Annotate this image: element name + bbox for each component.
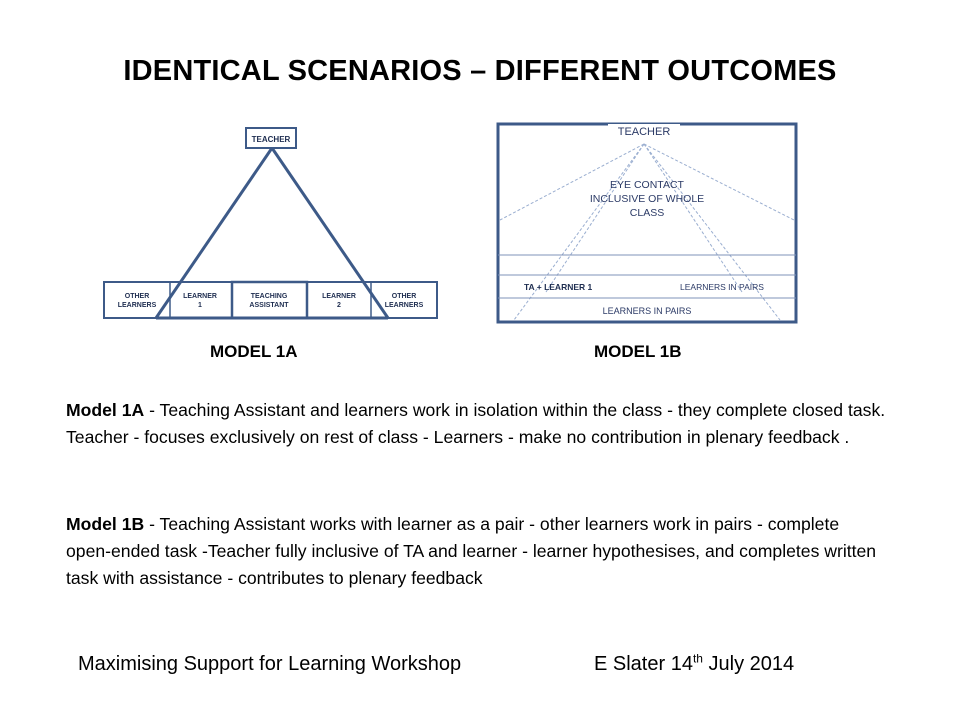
footer-date: July 2014 bbox=[702, 653, 795, 675]
box-other-learners-left-line2: LEARNERS bbox=[118, 302, 157, 309]
teacher-label-bg bbox=[608, 124, 680, 140]
model-1a-heading: Model 1A bbox=[66, 400, 145, 420]
box-other-learners-right-line1: OTHER bbox=[392, 293, 417, 300]
footer-author: E Slater 14 bbox=[594, 653, 693, 675]
box-learner-2-line1: LEARNER bbox=[322, 293, 356, 300]
model-1a-diagram: TEACHER OTHER LEARNERS LEARNER 1 TEACHIN… bbox=[103, 127, 438, 320]
footer-ordinal: th bbox=[692, 651, 703, 666]
teacher-box bbox=[245, 127, 297, 149]
sight-line bbox=[499, 143, 645, 221]
teacher-label: TEACHER bbox=[252, 135, 291, 144]
model-1a-label: MODEL 1A bbox=[210, 342, 298, 361]
model-1a-description: Model 1A - Teaching Assistant and learne… bbox=[66, 397, 886, 451]
teaching-assistant-box bbox=[230, 280, 309, 320]
eye-contact-lines bbox=[499, 143, 795, 321]
sight-line bbox=[545, 143, 645, 293]
sight-line bbox=[513, 143, 645, 321]
eye-contact-line3: CLASS bbox=[630, 207, 664, 219]
box-other-learners-right-line2: LEARNERS bbox=[385, 302, 424, 309]
sight-line bbox=[643, 143, 743, 293]
sight-line bbox=[643, 143, 781, 321]
model-1b-label: MODEL 1B bbox=[594, 342, 682, 361]
box-teaching-assistant-line2: ASSISTANT bbox=[249, 302, 289, 309]
model-1b-diagram: TEACHER EYE CONTACT INCLUSIVE OF WHOLE C… bbox=[496, 122, 798, 324]
footer-author-date: E Slater 14th July 2014 bbox=[594, 651, 795, 676]
ta-learner-label: TA + LEARNER 1 bbox=[524, 282, 593, 292]
classroom-frame bbox=[496, 122, 798, 324]
sight-line bbox=[643, 143, 795, 221]
box-learner-1-line2: 1 bbox=[198, 302, 202, 309]
teacher-label: TEACHER bbox=[618, 126, 671, 138]
learners-in-pairs-right-label: LEARNERS IN PAIRS bbox=[680, 282, 764, 292]
model-1b-description: Model 1B - Teaching Assistant works with… bbox=[66, 511, 886, 592]
eye-contact-line1: EYE CONTACT bbox=[610, 179, 684, 191]
eye-contact-line2: INCLUSIVE OF WHOLE bbox=[590, 193, 704, 205]
box-learner-2-line2: 2 bbox=[337, 302, 341, 309]
bottom-row-frame bbox=[103, 281, 438, 319]
triangle-left-edge bbox=[154, 147, 274, 319]
box-learner-1-line1: LEARNER bbox=[183, 293, 217, 300]
footer-workshop-title: Maximising Support for Learning Workshop bbox=[78, 653, 462, 675]
model-1b-text: - Teaching Assistant works with learner … bbox=[66, 514, 877, 588]
learners-in-pairs-bottom-label: LEARNERS IN PAIRS bbox=[603, 306, 692, 316]
model-1b-heading: Model 1B bbox=[66, 514, 145, 534]
box-teaching-assistant-line1: TEACHING bbox=[251, 293, 288, 300]
box-other-learners-left-line1: OTHER bbox=[125, 293, 150, 300]
model-1a-text: - Teaching Assistant and learners work i… bbox=[66, 400, 886, 447]
page-title: IDENTICAL SCENARIOS – DIFFERENT OUTCOMES bbox=[123, 55, 837, 87]
triangle-right-edge bbox=[270, 147, 390, 319]
